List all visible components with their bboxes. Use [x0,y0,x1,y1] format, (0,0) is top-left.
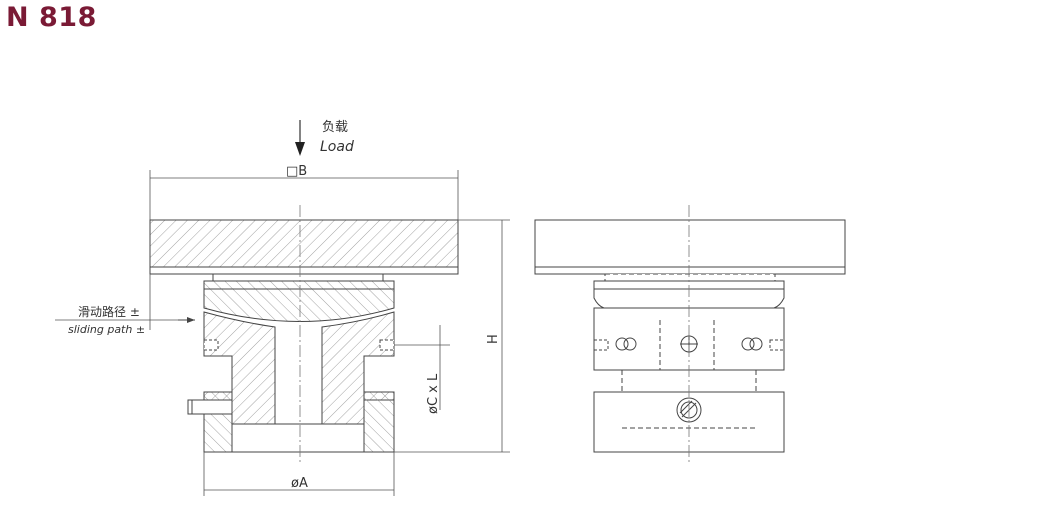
load-label-en: Load [320,139,354,155]
bottom-ring-right [363,391,395,453]
dim-b-label: □B [286,164,307,179]
dim-a-label: øA [291,476,308,491]
load-arrow-head [295,142,305,156]
sliding-label-cn: 滑动路径 ± [78,304,140,319]
top-plate [149,219,459,268]
piston-block [203,280,395,322]
top-plate-lower-strip [149,266,459,275]
dim-c-label: øC x L [426,373,441,414]
load-label-cn: 负载 [322,120,348,135]
dim-h-label: H [486,334,501,344]
bottom-base [231,423,365,453]
section-view [55,120,510,496]
elevation-view [534,205,846,462]
elev-top-plate [534,219,846,268]
bolt-left [187,399,233,415]
sliding-label-en: sliding path ± [68,323,145,336]
product-title: N 818 [6,2,97,33]
pin-left [203,339,219,351]
pin-right [379,339,395,351]
slide-plate [212,273,384,282]
